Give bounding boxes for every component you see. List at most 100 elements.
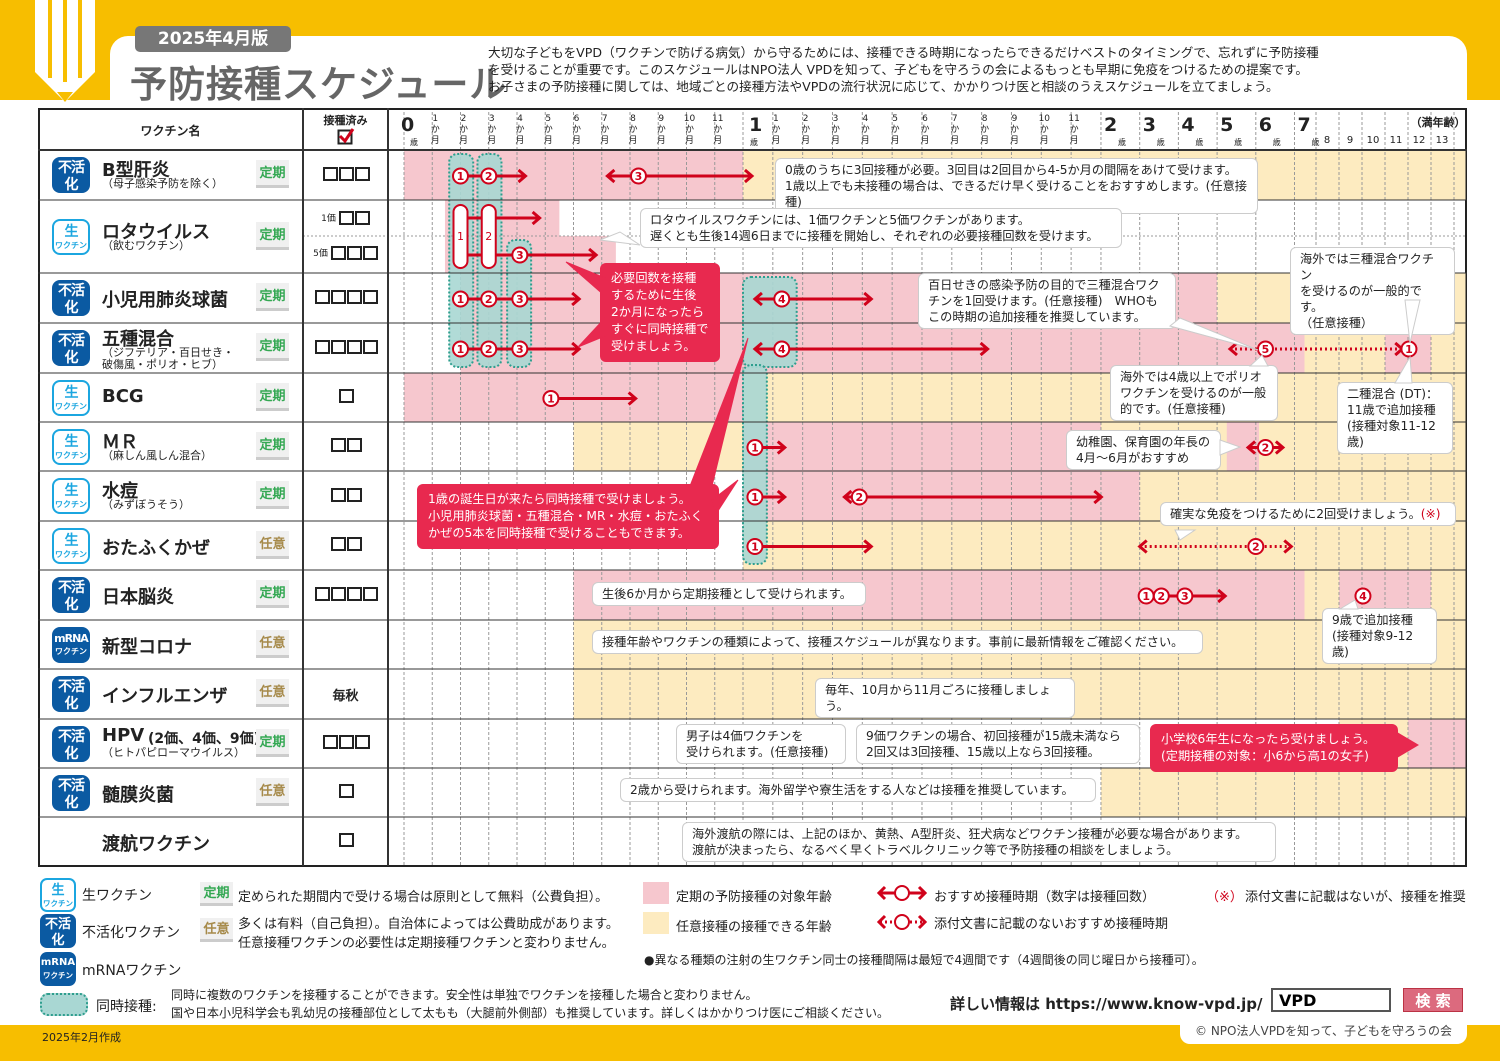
month-unit-ka: か	[571, 125, 581, 135]
dose-number: 2	[1252, 541, 1260, 554]
vaccine-name: インフルエンザ	[102, 686, 228, 707]
badge-unit: ワクチン	[55, 713, 87, 722]
done-checkbox[interactable]	[314, 289, 330, 304]
done-checkboxes	[303, 586, 388, 601]
age-year-label-small: 12	[1412, 135, 1426, 146]
vaccine-type-badge: 不活化ワクチン	[52, 330, 90, 376]
done-checkbox[interactable]	[354, 735, 370, 749]
done-checkbox[interactable]	[314, 339, 330, 354]
note-ref-mark: (※)	[1420, 507, 1441, 521]
month-number: 2	[802, 114, 809, 124]
dose-number: 3	[516, 343, 524, 356]
done-checkbox[interactable]	[346, 586, 362, 601]
info-link[interactable]: 詳しい情報は https://www.know-vpd.jp/	[950, 995, 1263, 1013]
note-je: 生後6か月から定期接種として受けられます。	[592, 582, 866, 606]
category-tag-routine: 定期	[256, 431, 289, 460]
done-checkbox[interactable]	[338, 784, 354, 798]
legend-recommended: おすすめ接種時期（数字は接種回数）	[934, 890, 1156, 905]
arrow-head-right	[1283, 539, 1294, 554]
done-checkbox[interactable]	[346, 339, 362, 354]
done-checkbox[interactable]	[330, 438, 346, 452]
search-button[interactable]: 検 索	[1403, 988, 1463, 1012]
done-checkboxes	[303, 389, 388, 404]
done-header: 接種済み	[323, 114, 368, 127]
month-number: 5	[892, 114, 898, 124]
done-checkbox[interactable]	[362, 245, 378, 260]
vaccine-subtitle: （母子感染予防を除く）	[102, 177, 223, 190]
arrow-head-right	[776, 489, 788, 505]
month-unit-tsuki: 月	[830, 136, 840, 146]
done-checkbox[interactable]	[346, 487, 362, 502]
done-checkbox[interactable]	[322, 166, 338, 181]
done-checkbox[interactable]	[330, 586, 346, 601]
month-unit-ka: か	[1039, 125, 1049, 135]
done-checkbox[interactable]	[346, 289, 362, 304]
dose-number: 1	[457, 343, 465, 356]
note-text: 接種年齢やワクチンの種類によって、接種スケジュールが異なります。事前に最新情報を…	[602, 635, 1184, 649]
legend-simultaneous-swatch	[40, 993, 88, 1016]
edition-label: 2025年4月版	[135, 26, 291, 52]
done-checkbox[interactable]	[330, 245, 346, 260]
vaccine-name: 小児用肺炎球菌	[102, 290, 228, 311]
vaccine-name: おたふくかぜ	[102, 537, 210, 559]
badge-unit: ワクチン	[55, 367, 87, 376]
done-checkbox[interactable]	[362, 586, 378, 601]
done-checkbox[interactable]	[314, 586, 330, 601]
done-checkbox[interactable]	[346, 537, 362, 551]
month-unit-ka: か	[1069, 125, 1079, 135]
category-tag-routine: 定期	[256, 160, 289, 188]
vaccine-name-header: ワクチン名	[140, 124, 201, 138]
month-number: 5	[545, 114, 552, 124]
done-checkbox[interactable]	[346, 438, 362, 452]
done-checkbox[interactable]	[362, 339, 378, 354]
age-unit-sai: 歳	[1272, 138, 1281, 147]
done-checkbox[interactable]	[338, 389, 354, 403]
arrow-head-right	[776, 440, 788, 455]
month-unit-ka: か	[628, 125, 638, 135]
done-checkbox[interactable]	[362, 289, 378, 304]
month-number: 8	[630, 114, 636, 124]
done-checkbox[interactable]	[354, 210, 370, 225]
badge-type: 不活化	[58, 283, 85, 316]
month-number: 7	[601, 114, 608, 124]
badge-type: 不活化	[58, 728, 85, 762]
dose-circle	[1176, 587, 1194, 605]
dose-number: 1	[457, 170, 465, 183]
arrow-head-left	[605, 168, 616, 184]
done-checkbox[interactable]	[322, 735, 338, 749]
done-checkbox[interactable]	[338, 833, 354, 847]
done-checkbox[interactable]	[338, 210, 354, 225]
vaccine-name: 渡航ワクチン	[102, 833, 210, 855]
month-unit-ka: か	[950, 125, 960, 135]
age-year-label-small: 8	[1323, 135, 1331, 146]
note-mumps: 確実な免疫をつけるために2回受けましょう。(※)	[1160, 502, 1456, 526]
done-checkbox[interactable]	[338, 166, 354, 181]
created-date: 2025年2月作成	[42, 1031, 121, 1044]
pencil-icon	[35, 0, 95, 102]
dose-circle	[850, 488, 868, 506]
search-input[interactable]	[1271, 988, 1391, 1012]
dose-number: 2	[485, 170, 493, 183]
done-checkbox[interactable]	[330, 537, 346, 551]
note-text: 小学校6年生になったら受けましょう。 (定期接種の対象：小6から高1の女子)	[1161, 732, 1376, 763]
done-checkbox[interactable]	[354, 166, 370, 181]
done-checkboxes	[303, 537, 388, 552]
checkbox-checked-icon	[337, 128, 355, 145]
category-tag-routine: 定期	[256, 382, 289, 411]
month-number: 11	[712, 114, 724, 124]
done-checkbox[interactable]	[338, 735, 354, 749]
note-hpv9: 9価ワクチンの場合、初回接種が15歳未満なら 2回又は3回接種、15歳以上なら3…	[856, 724, 1140, 764]
month-unit-tsuki: 月	[890, 136, 900, 146]
vaccine-name-detail: (2価、4価、9価)	[148, 730, 261, 747]
note-text: 海外では三種混合ワクチン を受けるのが一般的です。 （任意接種）	[1300, 252, 1435, 330]
done-checkbox[interactable]	[330, 339, 346, 354]
done-text: 毎秋	[332, 689, 359, 704]
done-checkbox[interactable]	[330, 487, 346, 502]
done-checkbox[interactable]	[346, 245, 362, 260]
done-checkbox[interactable]	[330, 289, 346, 304]
badge-unit: ワクチン	[55, 317, 87, 326]
